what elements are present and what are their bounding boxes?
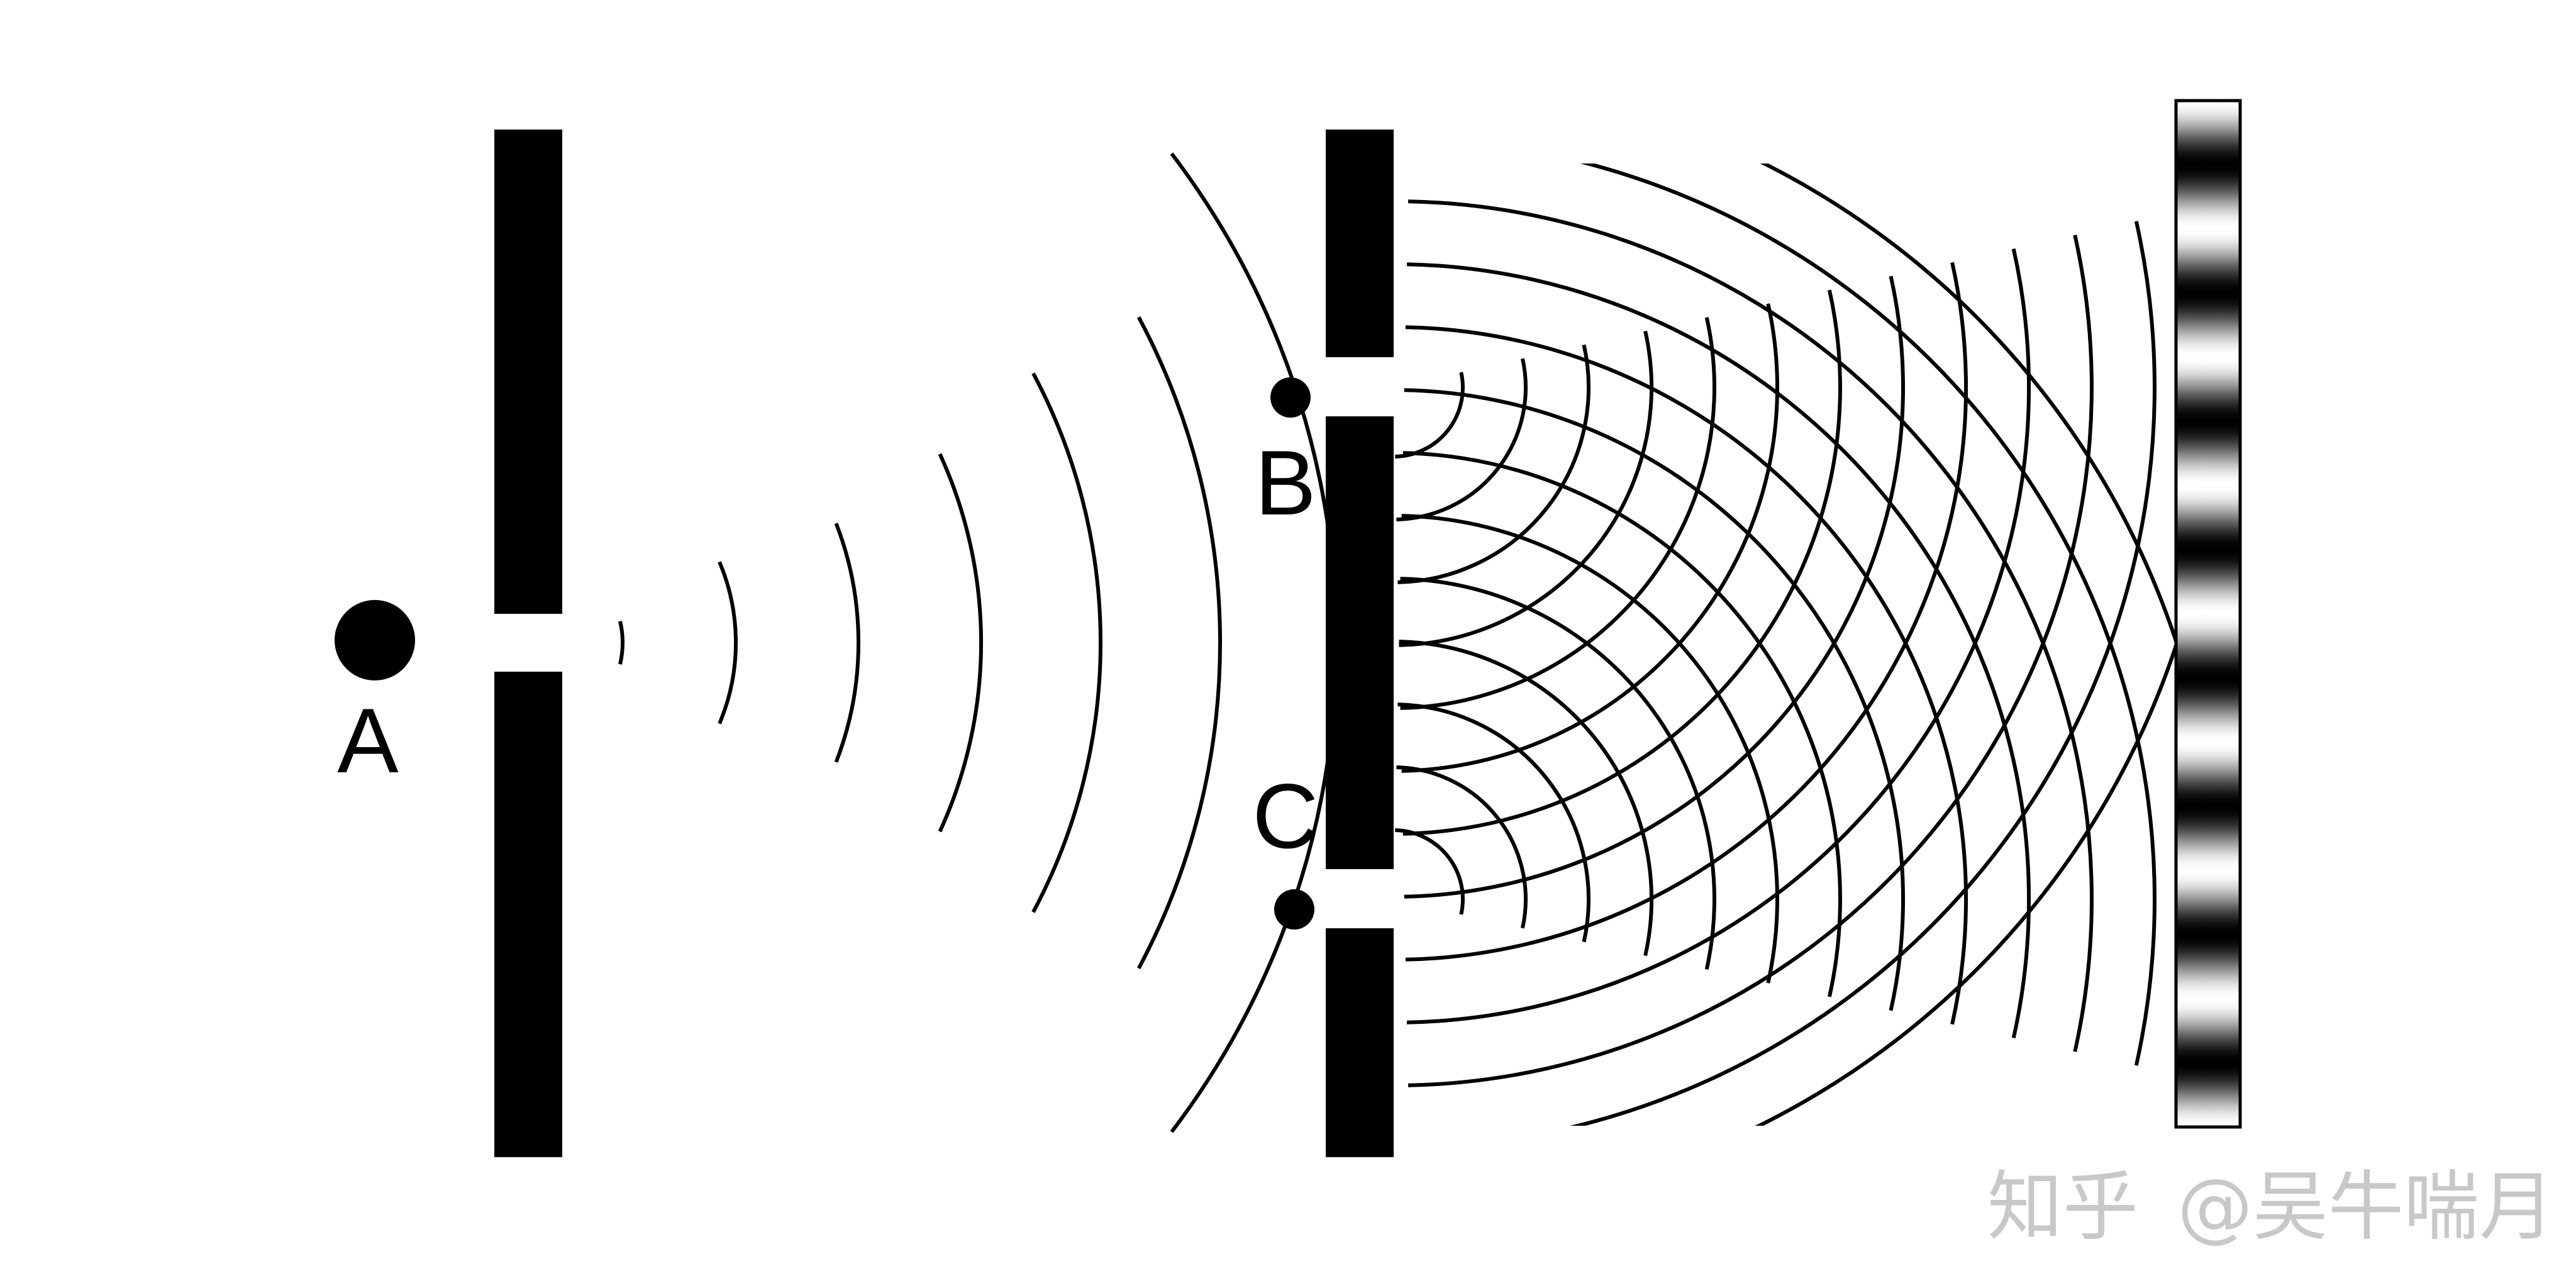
diffracted-wavefront [1404, 388, 1905, 1011]
diffracted-wavefront [1570, 221, 2157, 1126]
diffracted-wavefront [1408, 199, 2094, 1052]
diffracted-wavefront [1760, 164, 2179, 658]
first-barrier-top [494, 130, 562, 614]
point-source-a [335, 600, 415, 680]
diffracted-wavefront [1395, 828, 1465, 915]
diffracted-wavefront [1397, 702, 1591, 943]
incident-wavefront [618, 621, 625, 665]
diffracted-wavefront [1404, 275, 1905, 899]
diffracted-wavefront [1399, 330, 1653, 647]
incident-wavefront [1136, 316, 1223, 970]
diffracted-wavefront [1396, 358, 1528, 521]
diffracted-wavefront [1408, 235, 2094, 1087]
double-slit-barrier-top [1326, 130, 1394, 357]
label-b: B [1255, 431, 1316, 534]
diffracted-wavefront [1406, 262, 2031, 1039]
diffracted-wavefront [1400, 577, 1716, 970]
incident-wavefront [834, 523, 860, 763]
incident-wavefront [1031, 372, 1102, 913]
diffracted-wavefront [1401, 303, 1779, 773]
label-c: C [1252, 765, 1318, 867]
diffracted-wavefront [1397, 344, 1591, 584]
detection-screen [2174, 99, 2242, 1129]
double-slit-barrier-bottom [1326, 928, 1394, 1157]
diffracted-wavefront [1402, 289, 1842, 836]
diffracted-wavefronts [1395, 164, 2179, 1126]
slit-b-marker [1270, 377, 1311, 418]
incident-wavefront [1170, 152, 1339, 1133]
diffracted-wavefront [1406, 248, 2031, 1024]
first-barrier-bottom [494, 672, 562, 1157]
slit-c-marker [1274, 889, 1314, 930]
diffracted-wavefront [1405, 262, 1968, 962]
double-slit-barrier-middle [1326, 416, 1394, 869]
diffracted-wavefront [1396, 765, 1528, 929]
watermark-author: @吴牛喘月 [2177, 1163, 2555, 1251]
incident-wavefront [938, 453, 984, 833]
diffracted-wavefront [1580, 164, 2157, 1066]
diffracted-wavefront [1399, 640, 1653, 957]
diffracted-wavefront [1405, 325, 1968, 1025]
diffracted-wavefront [1401, 514, 1779, 984]
diffracted-wavefront [1400, 317, 1716, 710]
incident-wavefronts [618, 152, 1339, 1133]
incident-wavefront [718, 561, 738, 724]
diffracted-wavefront [1395, 372, 1465, 458]
diffracted-wavefront [1402, 451, 1842, 997]
watermark-brand: 知乎 [1987, 1163, 2138, 1251]
diffracted-wavefront [1755, 629, 2179, 1126]
label-a: A [337, 689, 399, 792]
